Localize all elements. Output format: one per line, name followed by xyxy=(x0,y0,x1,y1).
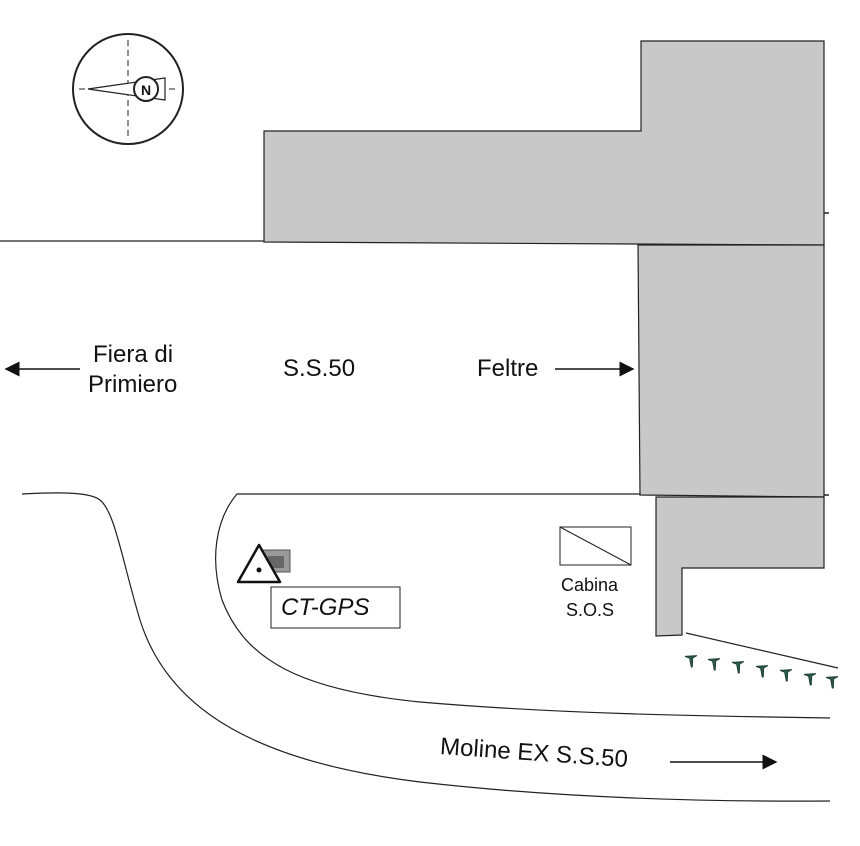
building-right xyxy=(637,244,825,498)
label-fiera-line2: Primiero xyxy=(88,371,178,398)
compass-letter: N xyxy=(141,82,151,98)
label-cabina-line1: Cabina xyxy=(561,575,619,595)
label-feltre: Feltre xyxy=(477,355,539,382)
tree-icon xyxy=(707,658,721,671)
building-lower xyxy=(655,496,825,637)
gps-station-icon xyxy=(236,543,291,584)
tree-icon xyxy=(825,676,839,689)
label-station: CT-GPS xyxy=(281,594,370,621)
tree-icon xyxy=(803,673,817,686)
station-label-box xyxy=(270,586,401,629)
tree-icon xyxy=(755,665,769,678)
compass-icon: N xyxy=(72,33,184,145)
cabina-sos-icon xyxy=(559,526,632,566)
label-cabina-line2: S.O.S xyxy=(566,600,615,620)
road-edge-trees xyxy=(685,632,839,669)
label-road-main: S.S.50 xyxy=(283,355,356,382)
tree-icon xyxy=(684,655,698,668)
road-edge-south-left xyxy=(21,492,831,802)
tree-icon xyxy=(779,669,793,682)
tree-row xyxy=(684,655,839,689)
label-fiera-line1: Fiera di xyxy=(93,341,174,368)
road-edge-island xyxy=(215,493,831,719)
building-top xyxy=(263,40,825,246)
tree-icon xyxy=(731,661,745,674)
